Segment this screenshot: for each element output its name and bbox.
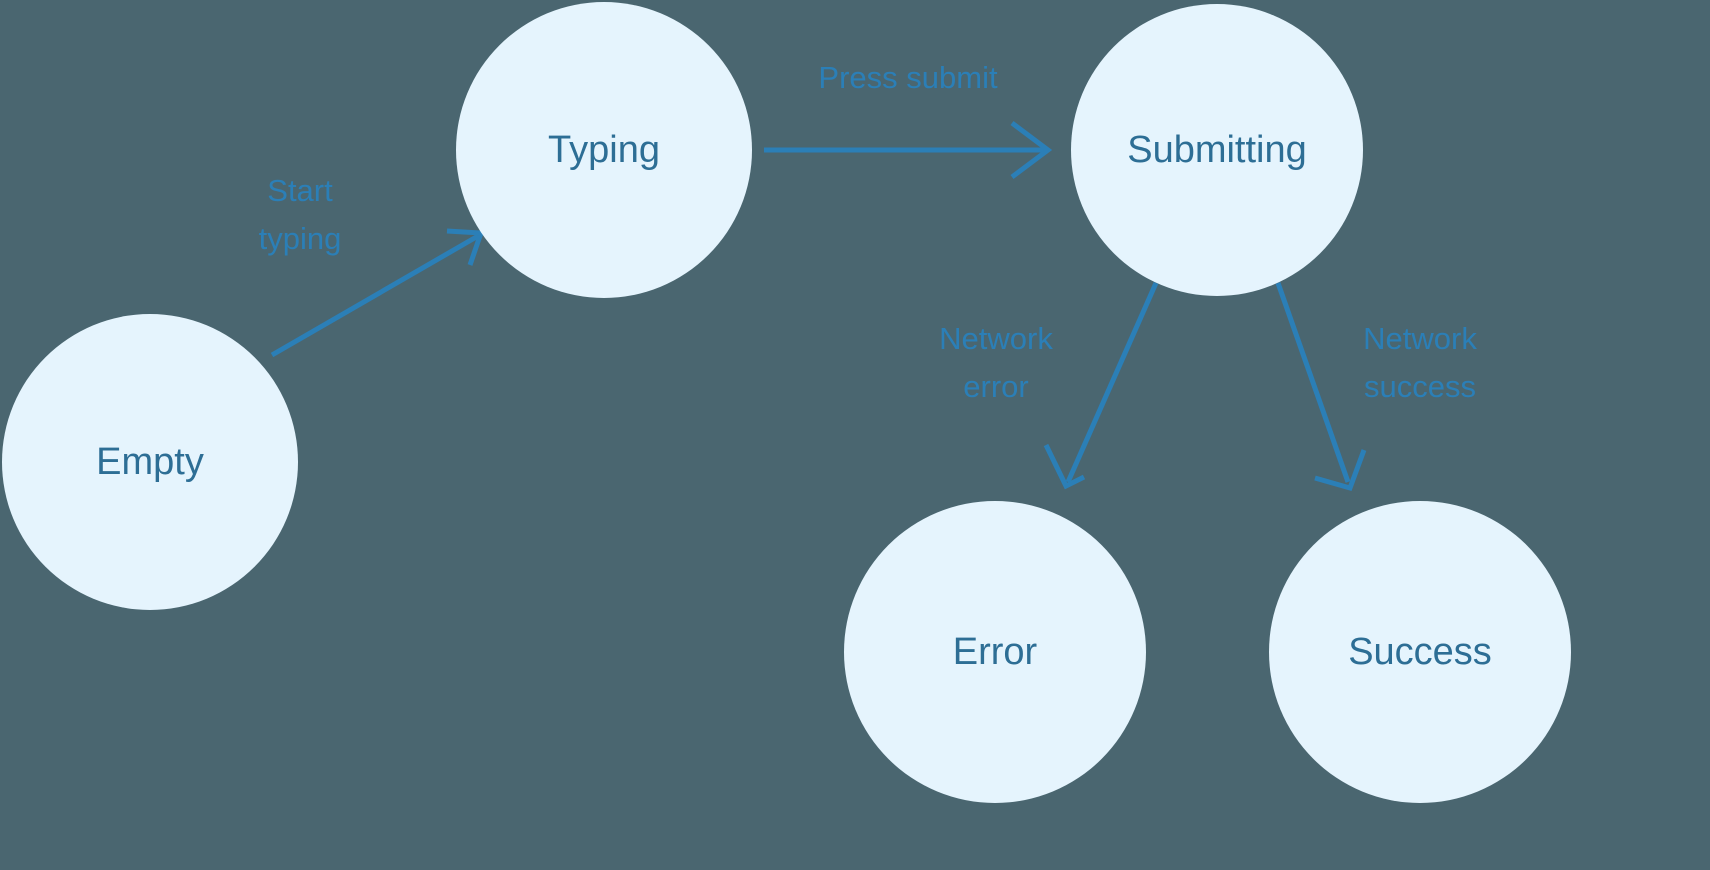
node-submitting-circle[interactable] — [1071, 4, 1363, 296]
node-error[interactable]: Error — [844, 501, 1146, 803]
node-submitting[interactable]: Submitting — [1071, 4, 1363, 296]
edge-submitting-to-success-arrowhead — [1314, 449, 1367, 492]
edge-empty-to-typing — [270, 228, 485, 358]
edge-submitting-to-success-line — [1275, 282, 1351, 483]
node-success-label: Success — [1348, 631, 1492, 673]
node-typing[interactable]: Typing — [456, 2, 752, 298]
node-typing-circle[interactable] — [456, 2, 752, 298]
edge-label-typing-to-submitting-line1: Press submit — [818, 60, 998, 95]
edge-submitting-to-success — [1275, 282, 1367, 492]
edge-label-submitting-to-error: Network error — [939, 321, 1053, 404]
node-success-circle[interactable] — [1269, 501, 1571, 803]
edge-empty-to-typing-arrowhead — [446, 228, 485, 266]
edge-label-submitting-to-error-line1: Network — [939, 321, 1053, 356]
edge-empty-to-typing-line — [270, 233, 480, 358]
edge-label-submitting-to-success: Network success — [1363, 321, 1477, 404]
edge-label-empty-to-typing: Start typing — [259, 173, 342, 256]
edge-submitting-to-error-line — [1065, 281, 1159, 484]
edge-label-submitting-to-success-line2: success — [1364, 369, 1476, 404]
edge-typing-to-submitting — [764, 121, 1053, 179]
edge-typing-to-submitting-arrowhead — [1010, 121, 1053, 179]
edge-label-empty-to-typing-line1: Start — [267, 173, 333, 208]
node-error-label: Error — [953, 631, 1038, 673]
node-success[interactable]: Success — [1269, 501, 1571, 803]
edge-submitting-to-error — [1043, 281, 1159, 490]
node-empty-label: Empty — [96, 441, 204, 483]
edge-label-empty-to-typing-line2: typing — [259, 221, 342, 256]
node-empty[interactable]: Empty — [2, 314, 298, 610]
node-submitting-label: Submitting — [1127, 129, 1307, 171]
node-typing-label: Typing — [548, 129, 660, 171]
node-empty-circle[interactable] — [2, 314, 298, 610]
edge-submitting-to-error-arrowhead — [1043, 443, 1086, 490]
node-error-circle[interactable] — [844, 501, 1146, 803]
edge-label-submitting-to-success-line1: Network — [1363, 321, 1477, 356]
edge-label-submitting-to-error-line2: error — [963, 369, 1028, 404]
edge-label-typing-to-submitting: Press submit — [818, 60, 998, 95]
